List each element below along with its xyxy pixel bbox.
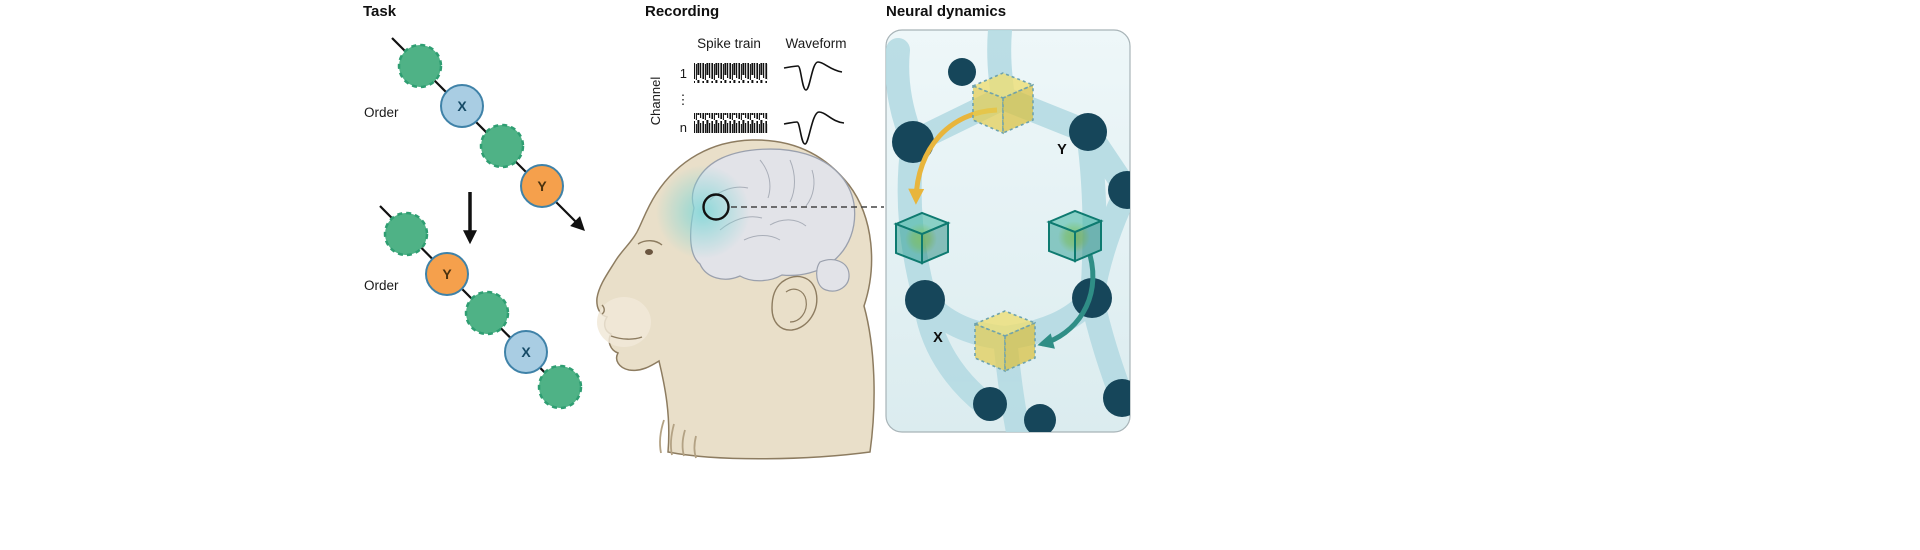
spike-train-channel-n [694,113,768,133]
network-node [1069,113,1107,151]
recording-panel-title: Recording [645,3,719,20]
distractor-circle [479,123,525,169]
network-node [892,121,934,163]
distractor-circle [397,43,443,89]
state-label-x: X [933,330,943,346]
network-node [905,280,945,320]
distractor-circle [537,364,583,410]
spike-train-label: Spike train [697,36,761,51]
network-node [1024,404,1056,432]
monkey-muzzle [597,297,651,347]
brain [656,148,856,292]
state-label-y: Y [1057,142,1067,158]
cortex-highlight [656,165,750,259]
network-node [973,387,1007,421]
item-x-circle [440,84,484,128]
spike-train-channel-1 [694,63,768,83]
active-cube-right [1046,209,1104,263]
monkey-face-details [601,240,663,340]
task-sequence-1: Order X Y [364,37,585,231]
monkey-ear [771,275,818,331]
task-sequence-2: Order Y X [364,205,583,410]
state-cube-x [972,310,1038,373]
task-panel: Task Order X Y Order Y X [363,3,585,410]
network-node [1103,379,1130,417]
transition-arrow-teal [1037,254,1096,349]
neural-dynamics-panel: Neural dynamics [885,3,1131,433]
channel-1-tick: 1 [680,66,687,81]
monkey-head-illustration [596,139,884,460]
channel-ellipsis: ⋮ [677,92,690,107]
network-node [1108,171,1130,209]
neural-dynamics-content [886,30,1130,432]
item-x-circle [504,330,548,374]
neural-dynamics-title: Neural dynamics [886,3,1006,20]
neck-fur-strokes [659,419,697,459]
channel-n-tick: n [680,120,687,135]
recording-panel: Recording Spike train Waveform Channel 1… [596,3,884,460]
distractor-circle [383,211,429,257]
item-y-label: Y [442,266,452,282]
item-y-circle [520,164,564,208]
item-y-circle [425,252,469,296]
waveform-channel-1 [783,61,843,91]
task-panel-title: Task [363,3,397,20]
sequence-2-order-label: Order [364,278,399,293]
network-node [948,58,976,86]
waveform-channel-n [783,111,845,145]
waveform-label: Waveform [785,36,846,51]
item-x-label: X [457,98,467,114]
monkey-ear-inner [785,288,807,323]
recording-site-circle [702,193,730,221]
channel-axis-label: Channel [648,77,663,126]
distractor-circle [464,290,510,336]
active-cube-left [893,211,951,265]
item-x-label: X [521,344,531,360]
cerebellum [816,259,850,292]
state-cube-y [970,72,1036,135]
sequence-1-order-label: Order [364,105,399,120]
item-y-label: Y [537,178,547,194]
